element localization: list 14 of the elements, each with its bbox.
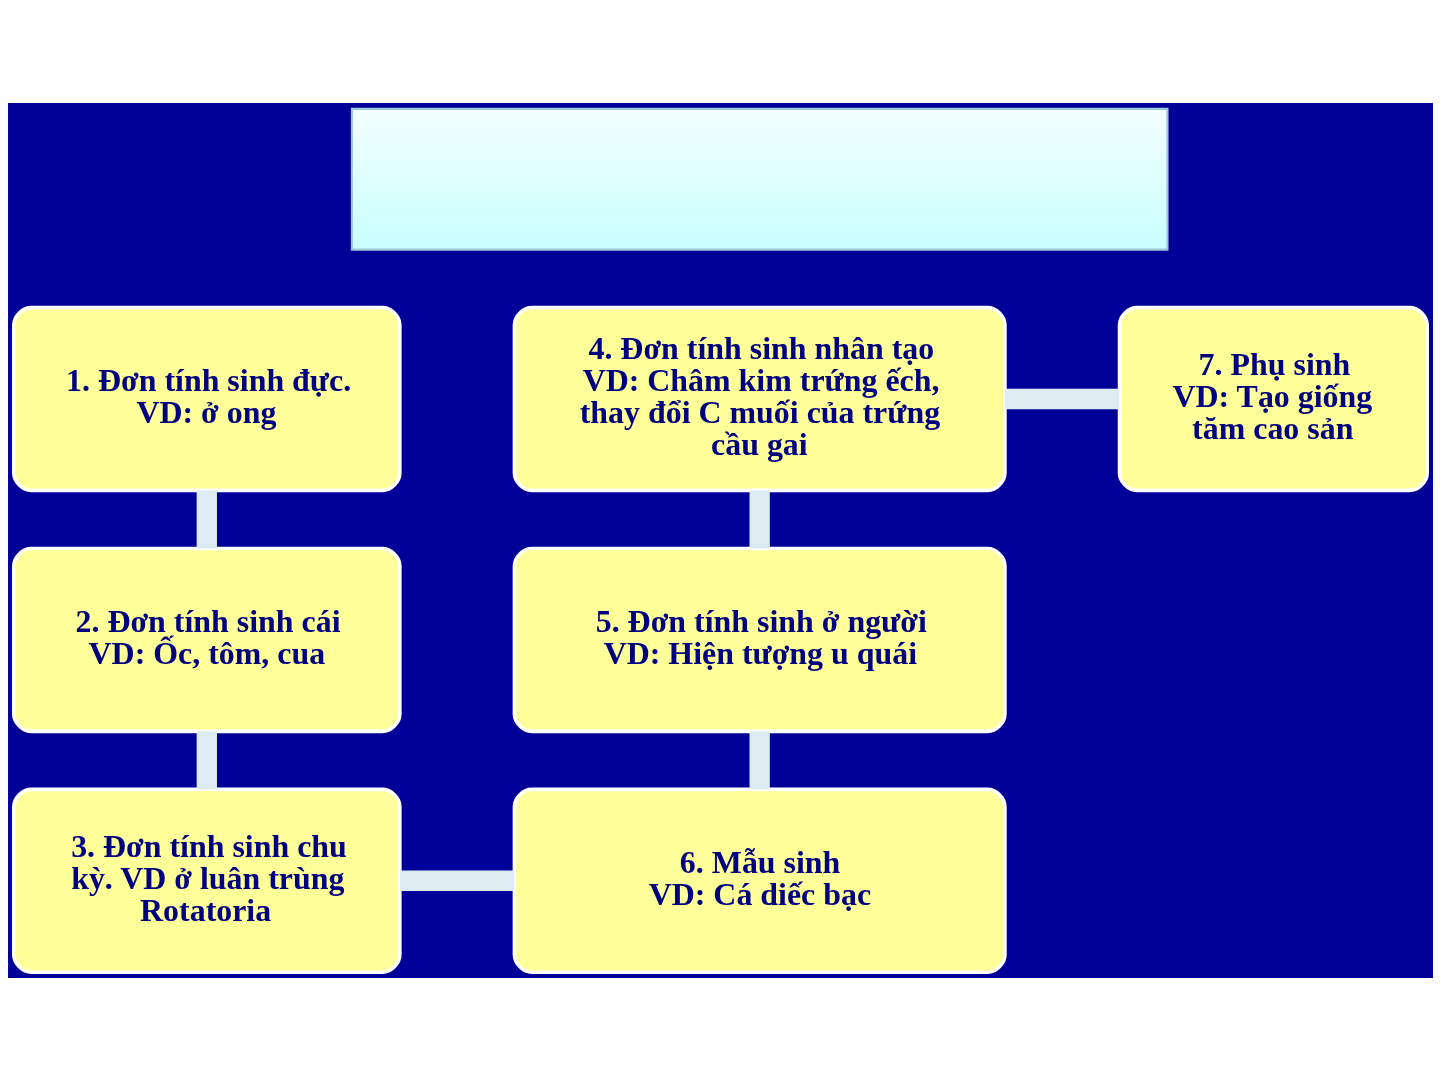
node-box: 5. Đơn tính sinh ở người VD: Hiện tượng u quái [512,546,1007,734]
node-box: 2. Đơn tính sinh cái VD: Ốc, tôm, cua [12,546,402,734]
connector [1005,388,1120,410]
connector [196,731,217,790]
node-box: 4. Đơn tính sinh nhân tạo VD: Châm kim trứng ếch, thay đổi C muối của trứng cầu gai [512,305,1007,493]
connector [196,490,217,549]
node-box: 7. Phụ sinh VD: Tạo giống tăm cao sản [1117,305,1429,493]
connector [400,870,514,891]
connector [749,731,770,790]
node-box: 3. Đơn tính sinh chu kỳ. VD ở luân trùng Rotatoria [12,787,402,974]
node-box: 6. Mẫu sinh VD: Cá diếc bạc [512,787,1007,974]
node-box: 1. Đơn tính sinh đực. VD: ở ong [12,305,402,493]
connector [749,490,770,549]
node-box [350,107,1169,251]
